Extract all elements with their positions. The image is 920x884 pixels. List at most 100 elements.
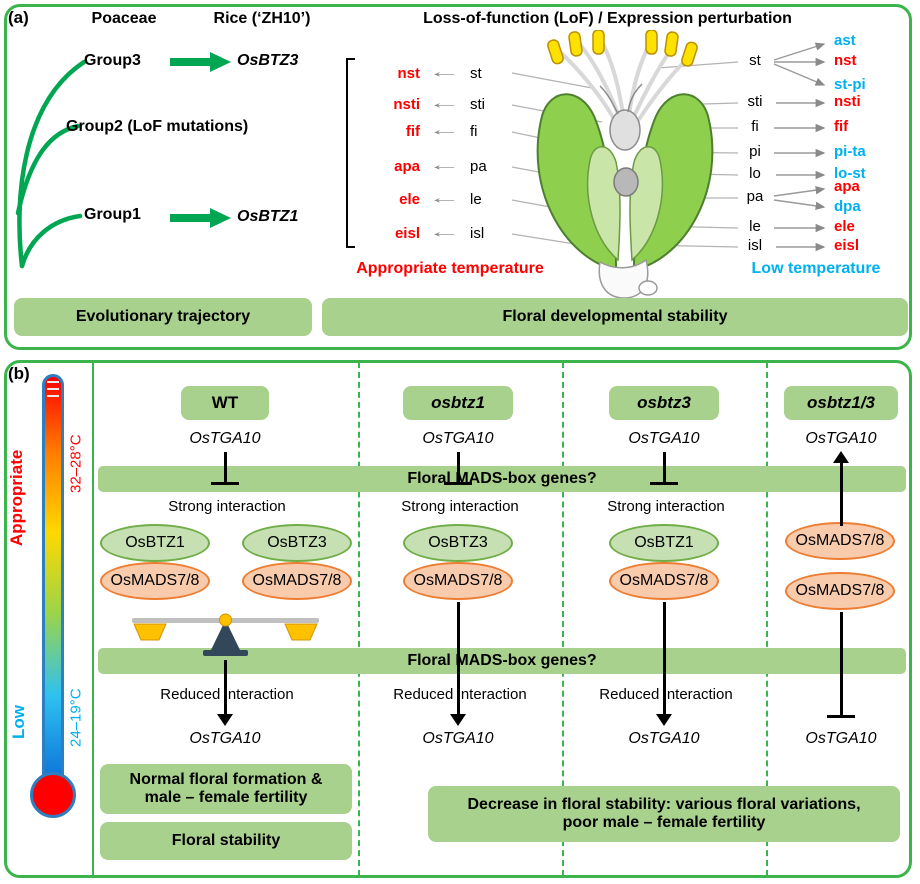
high-range-label: 32–28°C: [67, 434, 85, 494]
separator-dashed: [562, 362, 564, 876]
panel-a: [4, 4, 912, 350]
outcome-wt-sub: Floral stability: [100, 822, 352, 860]
green-arrow-icon: [170, 208, 231, 228]
down-arrowhead-icon: [656, 714, 672, 726]
mutant-row: ele←le: [360, 188, 512, 210]
separator-line: [92, 362, 94, 876]
thermometer-tick: [47, 395, 59, 397]
inhibition-line: [457, 452, 460, 484]
reduced-interaction-label: Reduced interaction: [599, 686, 733, 703]
appropriate-label: Appropriate: [7, 449, 26, 547]
mutant-label: nsti: [834, 93, 861, 110]
low-label: Low: [9, 705, 28, 739]
mutant-label: pi-ta: [834, 143, 866, 160]
left-arrow-icon: ←: [427, 190, 461, 207]
strong-interaction-label: Strong interaction: [607, 498, 725, 515]
organ-name: pa: [470, 157, 487, 175]
green-arrow-icon: [170, 52, 231, 72]
panel-a-tag: (a): [8, 8, 29, 27]
separator-dashed: [766, 362, 768, 876]
mutant-name: fif: [405, 122, 420, 140]
organ-name: isl: [470, 224, 485, 242]
strong-interaction-label: Strong interaction: [401, 498, 519, 515]
mutant-label: eisl: [834, 237, 860, 254]
mutant-row: nsti←sti: [360, 93, 512, 115]
mutant-label: dpa: [834, 198, 861, 215]
gene-ostga10: OsTGA10: [805, 430, 877, 447]
organ-label: sti: [747, 93, 763, 110]
gene-osbtz3: OsBTZ3: [237, 52, 299, 69]
activation-line: [840, 462, 843, 526]
organ-label: pa: [746, 188, 764, 205]
organ-label: fi: [751, 118, 759, 135]
protein-osbtz1: OsBTZ1: [100, 524, 210, 562]
down-arrowhead-icon: [450, 714, 466, 726]
panel-b-tag: (b): [8, 364, 30, 383]
balance-scale-icon: [132, 613, 319, 656]
left-arrow-icon: ←: [427, 95, 461, 112]
mads-band-top: Floral MADS-box genes?: [98, 466, 906, 492]
protein-osmads78: OsMADS7/8: [609, 562, 719, 600]
down-arrowhead-icon: [217, 714, 233, 726]
inhibition-bar: [827, 715, 855, 718]
gene-ostga10: OsTGA10: [628, 430, 700, 447]
organ-label: lo: [749, 165, 761, 182]
protein-osmads78: OsMADS7/8: [785, 522, 895, 560]
mutant-label: lo-st: [834, 165, 866, 182]
column-header-osbtz3: osbtz3: [609, 386, 719, 420]
group1-label: Group1: [84, 206, 141, 223]
protein-osmads78: OsMADS7/8: [403, 562, 513, 600]
strong-interaction-label: Strong interaction: [168, 498, 286, 515]
mutant-label: ast: [834, 32, 856, 49]
protein-osmads78: OsMADS7/8: [100, 562, 210, 600]
gene-osbtz1: OsBTZ1: [237, 208, 299, 225]
organ-label: le: [749, 218, 761, 235]
organ-label: pi: [749, 143, 761, 160]
left-arrow-icon: ←: [427, 122, 461, 139]
gene-ostga10: OsTGA10: [422, 730, 494, 747]
thermometer-bulb-icon: [30, 772, 76, 818]
up-arrowhead-icon: [833, 451, 849, 463]
mutant-name: nst: [397, 64, 421, 82]
protein-osbtz1: OsBTZ1: [609, 524, 719, 562]
left-arrow-icon: ←: [427, 157, 461, 174]
column-header-osbtz13: osbtz1/3: [784, 386, 898, 420]
gene-ostga10: OsTGA10: [628, 730, 700, 747]
activation-line: [663, 602, 666, 716]
protein-osbtz3: OsBTZ3: [403, 524, 513, 562]
protein-osmads78: OsMADS7/8: [242, 562, 352, 600]
mutant-label: st-pi: [834, 76, 866, 93]
organ-name: le: [470, 190, 482, 208]
mutant-label: fif: [834, 118, 849, 135]
inhibition-bar: [650, 482, 678, 485]
low-range-label: 24–19°C: [67, 688, 85, 748]
outcome-wt-main: Normal floral formation & male – female …: [100, 764, 352, 814]
inhibition-line: [663, 452, 666, 484]
organ-label: st: [749, 52, 761, 69]
organ-name: fi: [470, 122, 478, 140]
mutant-name: eisl: [394, 224, 420, 242]
protein-osmads78: OsMADS7/8: [785, 572, 895, 610]
mutant-name: apa: [394, 157, 420, 175]
group3-label: Group3: [84, 52, 141, 69]
gene-ostga10: OsTGA10: [805, 730, 877, 747]
protein-osbtz3: OsBTZ3: [242, 524, 352, 562]
column-header-osbtz1: osbtz1: [403, 386, 513, 420]
left-arrow-icon: ←: [427, 64, 461, 81]
mutant-label: apa: [834, 178, 860, 195]
gene-ostga10: OsTGA10: [422, 430, 494, 447]
inhibition-line: [840, 612, 843, 716]
mutant-label: ele: [834, 218, 855, 235]
outcome-mutants: Decrease in floral stability: various fl…: [428, 786, 900, 842]
mutant-row: fif ← fi: [360, 120, 512, 142]
left-arrow-icon: ←: [427, 224, 461, 241]
bracket: [346, 58, 355, 248]
header-lof: Loss-of-function (LoF) / Expression pert…: [423, 10, 792, 27]
rice-floret-illustration: [511, 30, 739, 299]
gene-ostga10: OsTGA10: [189, 730, 261, 747]
reduced-interaction-label: Reduced interaction: [393, 686, 527, 703]
organ-name: sti: [470, 95, 485, 113]
mutant-label: nst: [834, 52, 857, 69]
phylogeny-tree-icon: [15, 59, 87, 269]
